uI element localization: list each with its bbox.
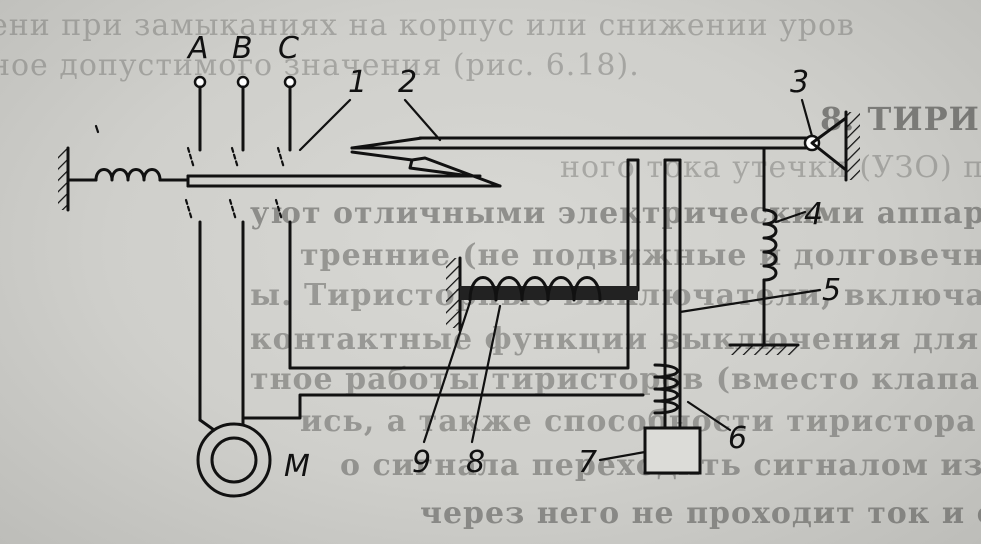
phase-label-b: B [232, 31, 253, 66]
motor [196, 416, 272, 498]
phase-wires [184, 85, 292, 420]
phase-label-c: C [278, 31, 299, 66]
spring-4 [728, 146, 800, 355]
return-wires [198, 348, 645, 422]
speck [94, 124, 100, 134]
coil-6 [653, 363, 679, 415]
callout-8: 8 [466, 445, 485, 480]
contact-bar [186, 174, 482, 188]
bimetal-element [446, 256, 638, 332]
callout-5: 5 [822, 273, 841, 308]
phase-label-a: A [186, 31, 209, 66]
pivot [803, 110, 860, 182]
callout-2: 2 [398, 65, 417, 100]
armature-rods [626, 158, 682, 442]
motor-label: M [284, 449, 310, 484]
callout-1: 1 [348, 65, 367, 100]
callouts: 1 2 3 4 5 6 7 8 9 [298, 65, 841, 480]
control-block [643, 426, 702, 475]
callout-6: 6 [728, 421, 747, 456]
callout-4: 4 [804, 197, 823, 232]
callout-7: 7 [578, 445, 597, 480]
callout-3: 3 [790, 65, 809, 100]
left-wall-anchor [58, 146, 190, 212]
latch-lever [350, 136, 814, 188]
callout-9: 9 [412, 445, 431, 480]
